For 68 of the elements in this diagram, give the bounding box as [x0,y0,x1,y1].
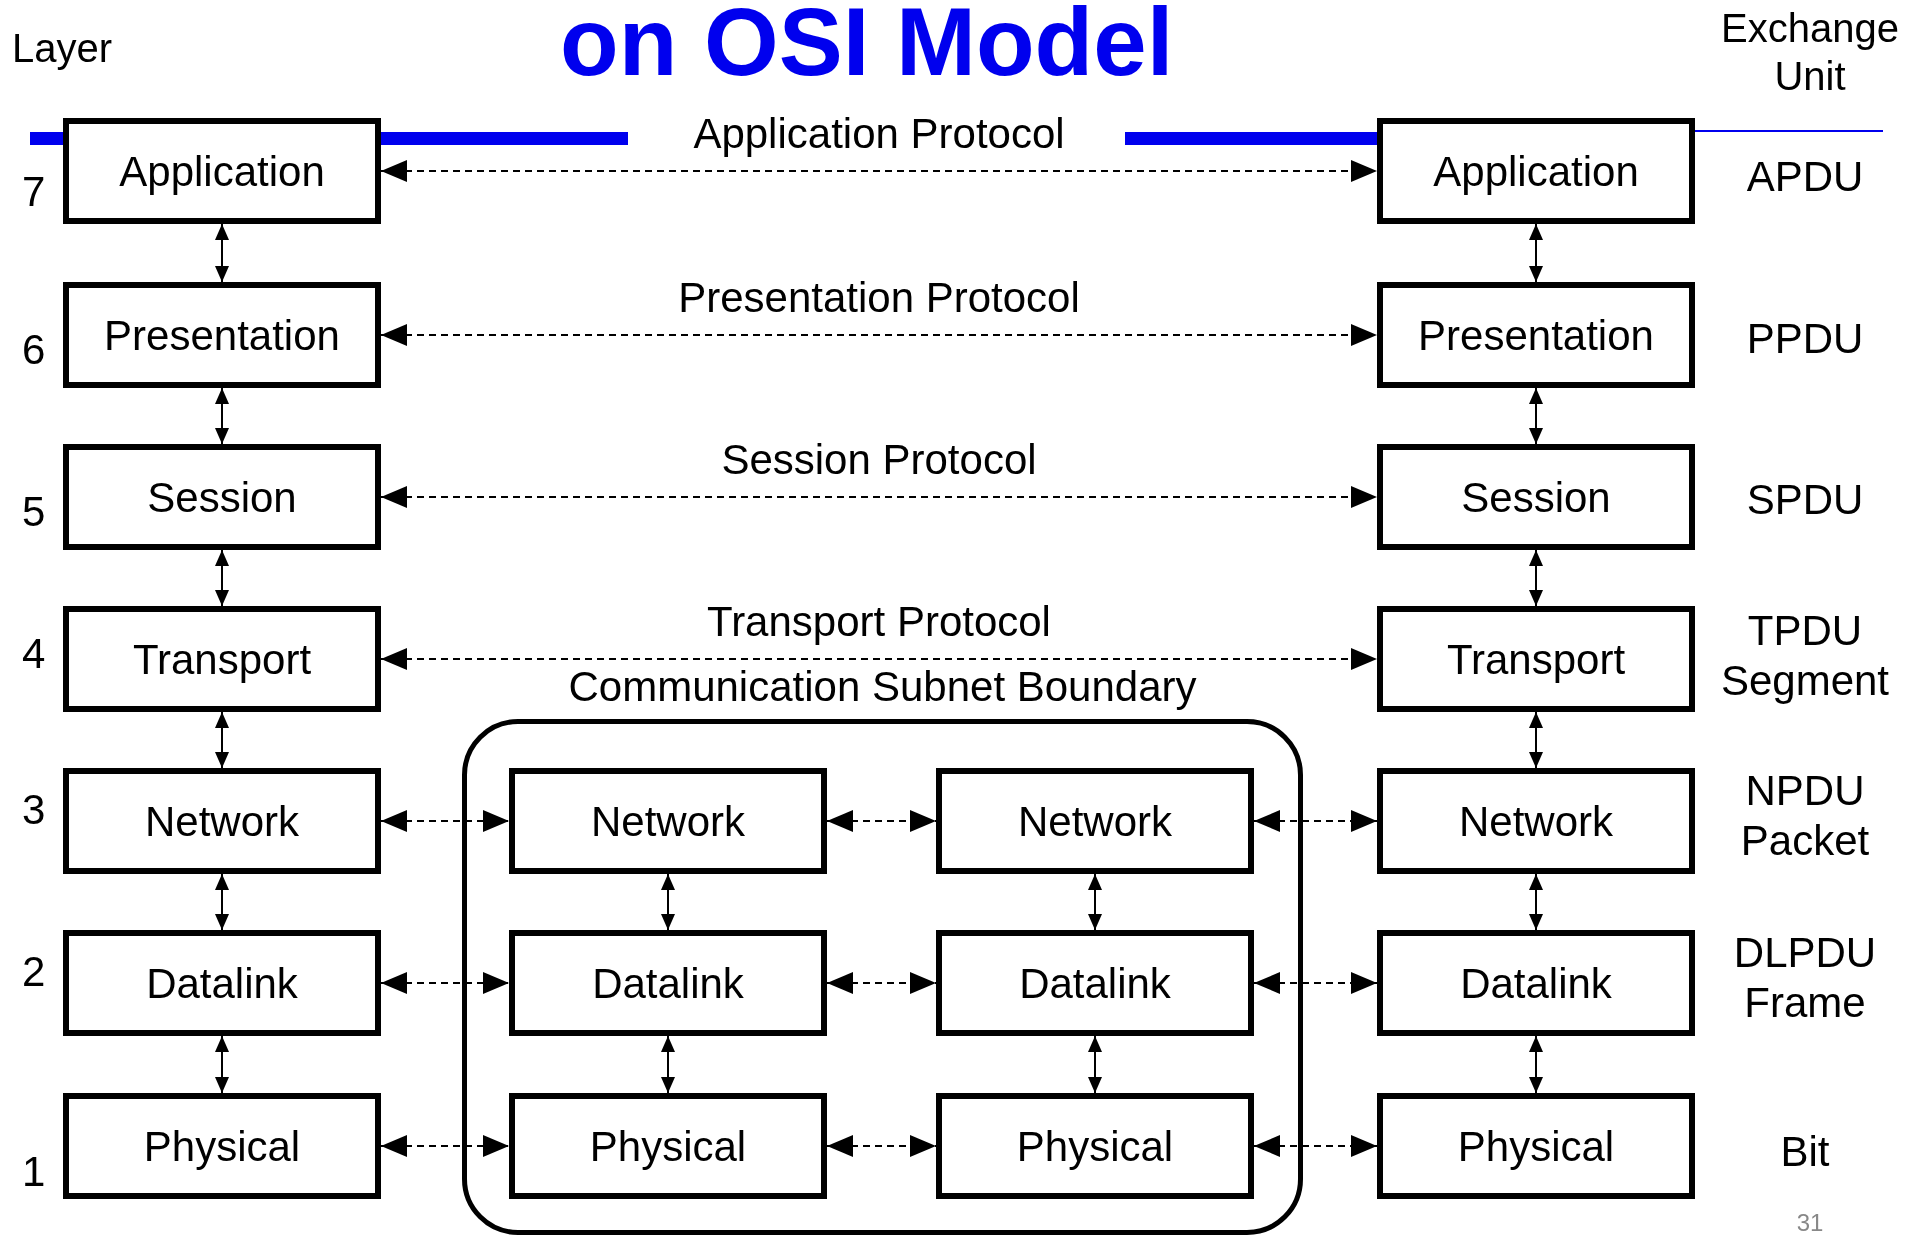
arrow [215,387,229,445]
layer-box: Presentation [63,282,381,388]
dashed-arrow [1253,810,1378,832]
arrow [1529,549,1543,607]
exchange-unit: NPDU Packet [1739,766,1871,867]
layer-box: Transport [1377,606,1695,712]
layer-box: Presentation [1377,282,1695,388]
layer-number: 5 [22,487,47,537]
arrow [661,873,675,931]
dashed-arrow [380,324,1378,346]
arrow [1529,223,1543,283]
dashed-arrow [826,810,937,832]
arrow [661,1035,675,1094]
exchange-unit: PPDU [1745,314,1865,364]
layer-box: Application [63,118,381,224]
layer-box: Physical [63,1093,381,1199]
layer-box: Physical [936,1093,1254,1199]
layer-box: Datalink [936,930,1254,1036]
layer-number: 7 [22,167,47,217]
arrow [215,549,229,607]
layer-box: Physical [509,1093,827,1199]
layer-box: Network [1377,768,1695,874]
layer-box: Datalink [509,930,827,1036]
exchange-unit: APDU [1745,152,1865,202]
page-number: 31 [1795,1208,1825,1238]
dashed-arrow [826,1135,937,1157]
dashed-arrow [826,972,937,994]
layer-box: Physical [1377,1093,1695,1199]
arrow [1088,1035,1102,1094]
dashed-arrow [380,810,510,832]
arrow [1529,1035,1543,1094]
dashed-arrow [380,160,1378,182]
boundary-heading: Communication Subnet Boundary [567,662,1198,712]
arrow [215,711,229,769]
column-heading: Exchange Unit [1720,5,1900,100]
dashed-arrow [380,486,1378,508]
layer-number: 1 [22,1147,47,1197]
column-heading: Layer [12,25,114,72]
layer-number: 3 [22,785,47,835]
dashed-arrow [380,1135,510,1157]
layer-box: Network [63,768,381,874]
layer-box: Network [936,768,1254,874]
exchange-unit: Bit [1779,1127,1831,1177]
arrow [215,873,229,931]
layer-number: 4 [22,629,47,679]
arrow [1088,873,1102,931]
layer-number: 2 [22,947,47,997]
layer-box: Datalink [63,930,381,1036]
title: on OSI Model [560,0,1174,90]
dashed-arrow [380,972,510,994]
arrow [1529,387,1543,445]
layer-number: 6 [22,325,47,375]
layer-box: Application [1377,118,1695,224]
exchange-unit: DLPDU Frame [1732,928,1878,1029]
layer-box: Session [1377,444,1695,550]
exchange-unit: SPDU [1745,475,1865,525]
layer-box: Network [509,768,827,874]
arrow [215,1035,229,1094]
layer-box: Transport [63,606,381,712]
arrow [1529,873,1543,931]
layer-box: Datalink [1377,930,1695,1036]
arrow [1529,711,1543,769]
dashed-arrow [380,648,1378,670]
exchange-unit: TPDU Segment [1719,606,1891,707]
dashed-arrow [1253,972,1378,994]
dashed-arrow [1253,1135,1378,1157]
layer-box: Session [63,444,381,550]
arrow [215,223,229,283]
